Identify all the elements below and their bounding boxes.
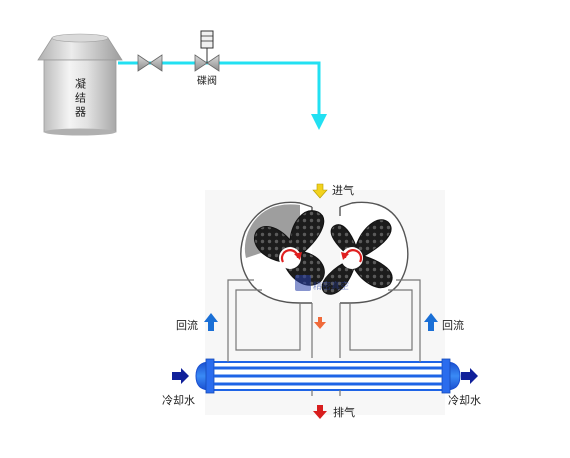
watermark: 精密真空: [295, 275, 349, 292]
pump-diagram: 进气 V₀: [162, 183, 481, 419]
inlet-arrow: [312, 183, 328, 199]
return-arrow-right: [424, 313, 438, 331]
inlet-label: 进气: [332, 183, 354, 197]
cooling-out-arrow: [461, 368, 478, 384]
rotation-arrow-left: [280, 249, 302, 263]
return-arrow-left: [204, 313, 218, 331]
return-channel-right: [339, 279, 421, 358]
flow-arrow-center: [314, 317, 326, 329]
manual-valve[interactable]: [137, 54, 163, 72]
cooler: [195, 358, 461, 396]
rotation-arrow-right: [341, 249, 363, 263]
exhaust-label: 排气: [333, 405, 355, 419]
return-label-right: 回流: [442, 318, 464, 332]
condenser-label: 凝结器: [74, 77, 87, 120]
cooling-out-label: 冷却水: [448, 394, 481, 407]
return-channel-left: [227, 279, 313, 358]
cooling-in-arrow: [172, 368, 189, 384]
solenoid-valve[interactable]: 碟阀: [194, 30, 220, 87]
cyan-pipe: [118, 61, 327, 130]
return-label-left: 回流: [176, 318, 198, 332]
cooling-in-label: 冷却水: [162, 394, 195, 407]
exhaust-arrow: [313, 405, 327, 419]
solenoid-valve-label: 碟阀: [197, 74, 217, 87]
watermark-text: 精密真空: [313, 280, 349, 292]
condenser: 凝结器: [37, 33, 123, 136]
